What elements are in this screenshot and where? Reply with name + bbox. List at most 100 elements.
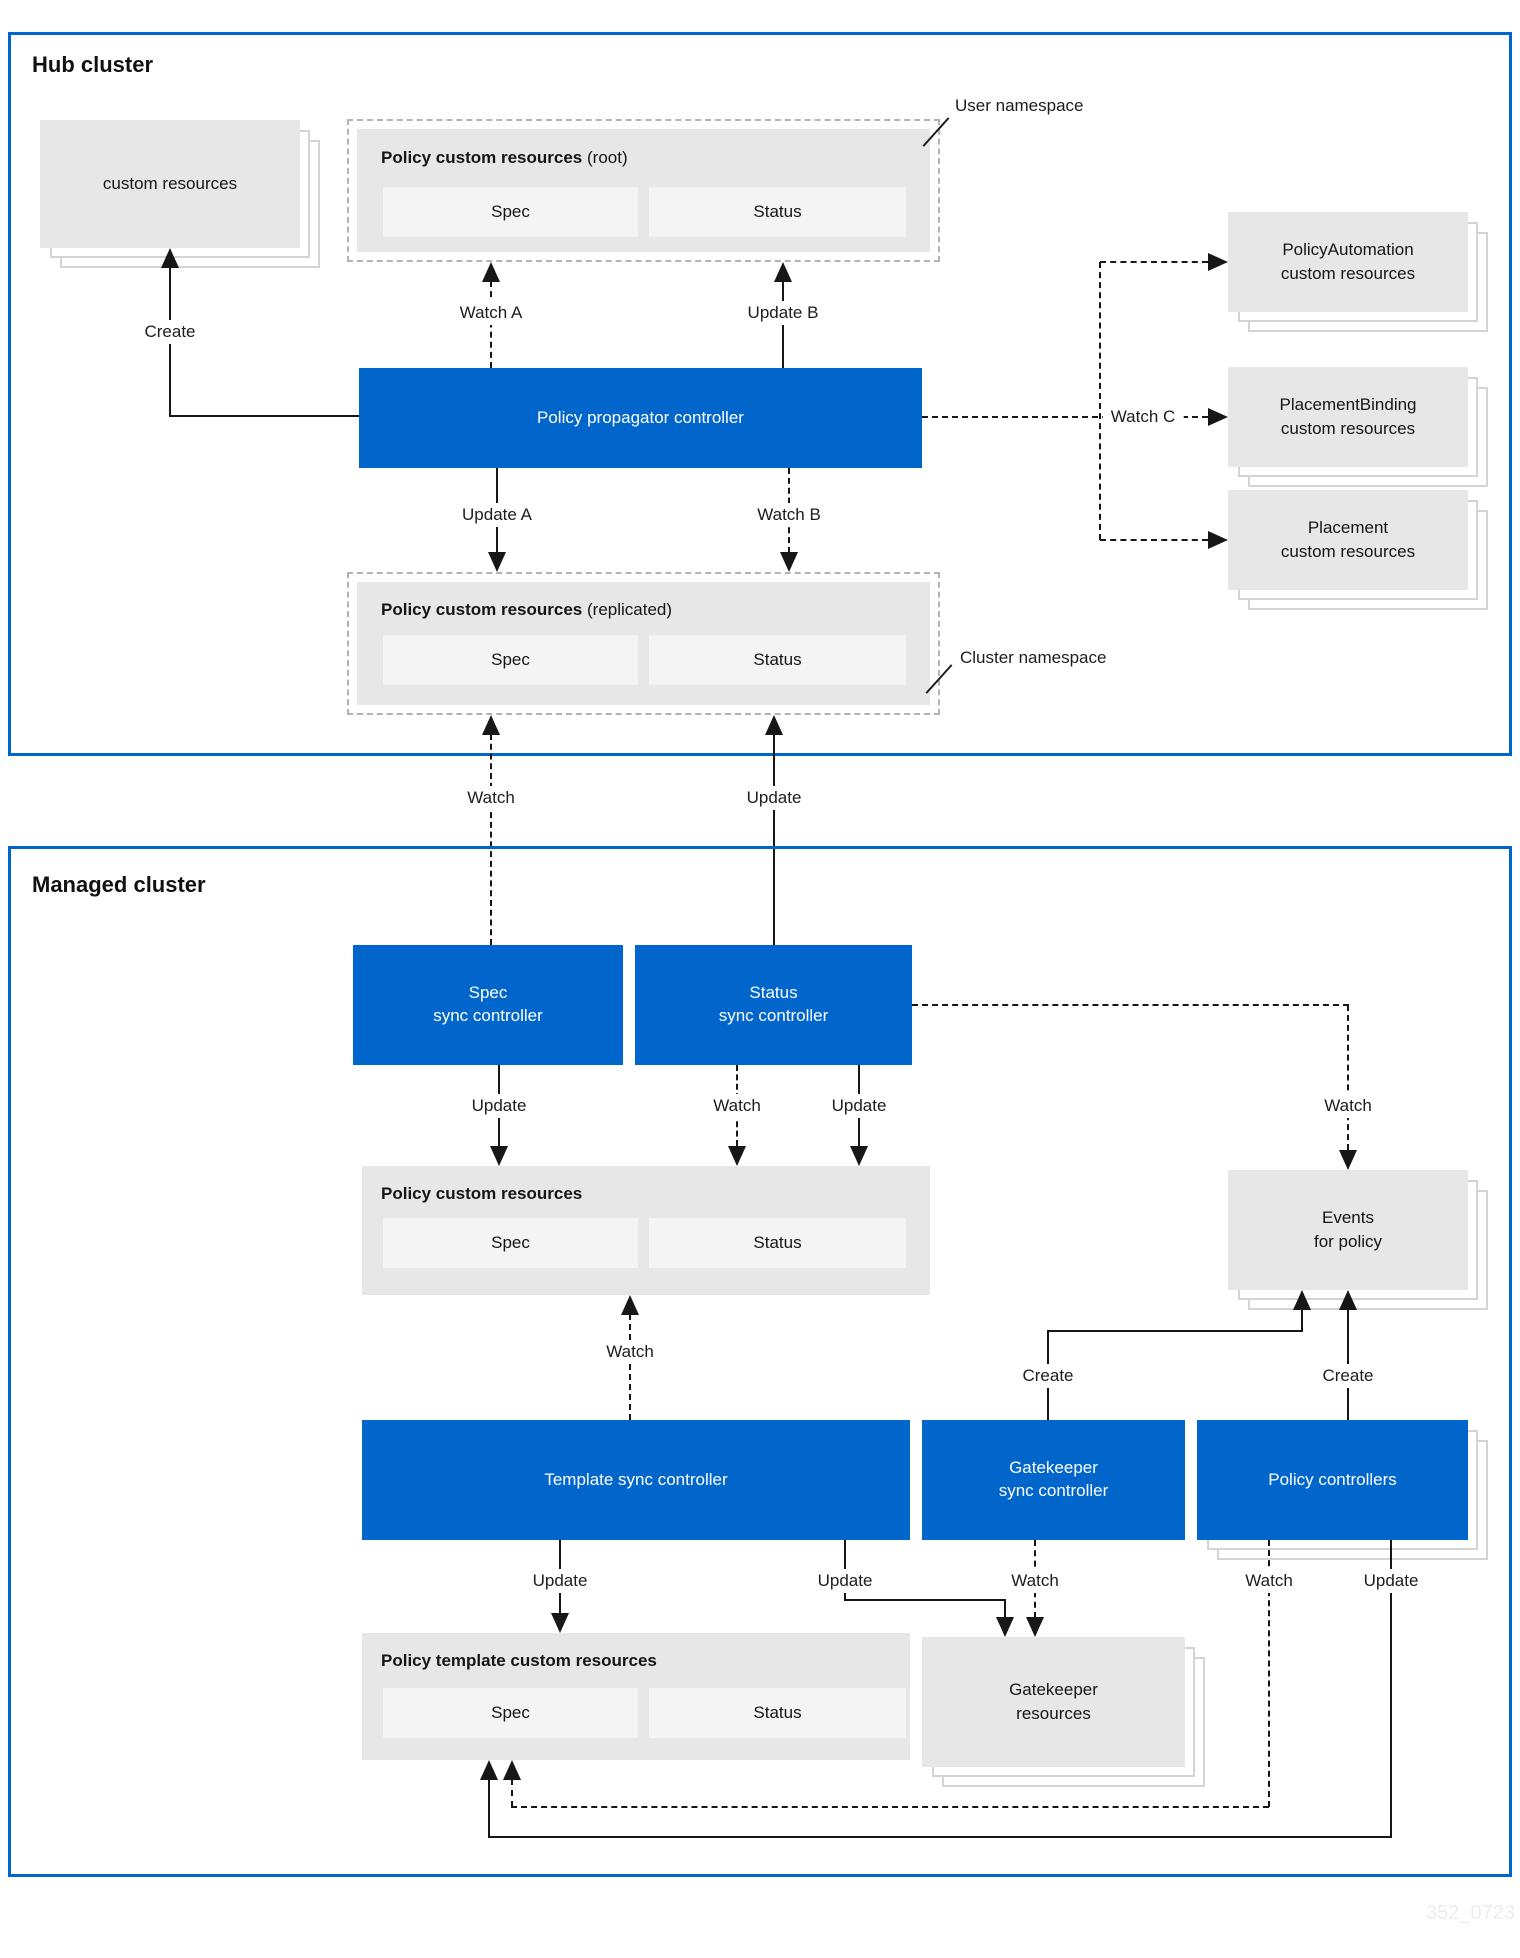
replicated-policy-title: Policy custom resources (replicated): [381, 600, 672, 620]
cross-update-label: Update: [738, 786, 810, 810]
watch-a-arrowhead: [482, 262, 500, 282]
watch-policy-controllers-vline: [1268, 1540, 1270, 1807]
policyautomation-line1: PolicyAutomation: [1282, 240, 1414, 260]
update-template-gatekeeper-arrowhead: [996, 1617, 1014, 1637]
watch-template-arrowhead: [621, 1295, 639, 1315]
update-template-arrowhead: [551, 1613, 569, 1633]
watch-c-top-line: [1100, 261, 1208, 263]
root-policy-status: Status: [649, 187, 906, 237]
cross-watch-label: Watch: [459, 786, 523, 810]
policy-controllers-box: Policy controllers: [1197, 1420, 1488, 1560]
watch-c-branch-line: [1099, 262, 1101, 540]
update-a-label: Update A: [454, 503, 540, 527]
managed-policy-title: Policy custom resources: [381, 1184, 583, 1203]
gatekeeper-resources-line1: Gatekeeper: [1009, 1680, 1098, 1700]
events-line2: for policy: [1313, 1232, 1383, 1251]
cross-watch-line: [490, 734, 492, 945]
placementbinding-box: PlacementBinding custom resources: [1228, 367, 1488, 487]
placement-line2: custom resources: [1280, 542, 1416, 561]
watch-policy-controllers-arrowhead: [503, 1760, 521, 1780]
update-template-label: Update: [524, 1569, 596, 1593]
policyautomation-label: PolicyAutomation custom resources: [1228, 212, 1468, 312]
spec-sync-controller: Spec sync controller: [353, 945, 623, 1065]
events-for-policy-label: Events for policy: [1228, 1170, 1468, 1290]
watch-template-label: Watch: [598, 1340, 662, 1364]
gatekeeper-resources-line2: resources: [1016, 1704, 1091, 1723]
update-spec-sync-label: Update: [463, 1094, 535, 1118]
hub-cluster-title: Hub cluster: [32, 52, 154, 77]
gatekeeper-sync-line1: Gatekeeper: [1009, 1458, 1098, 1478]
watch-policy-controllers-vline2: [511, 1779, 513, 1807]
replicated-policy-title-bold: Policy custom resources: [381, 600, 583, 619]
policyautomation-box: PolicyAutomation custom resources: [1228, 212, 1488, 332]
managed-cluster-boundary: [8, 846, 1512, 1877]
custom-resources-label: custom resources: [40, 120, 300, 248]
update-template-gatekeeper-hline: [844, 1599, 1006, 1601]
placement-line1: Placement: [1307, 518, 1389, 538]
create-arrowhead: [161, 248, 179, 268]
watch-b-label: Watch B: [749, 503, 829, 527]
watch-gatekeeper-arrowhead: [1026, 1617, 1044, 1637]
gatekeeper-sync-line2: sync controller: [998, 1481, 1109, 1500]
cross-update-line: [773, 734, 775, 945]
placementbinding-label: PlacementBinding custom resources: [1228, 367, 1468, 467]
placementbinding-line2: custom resources: [1280, 419, 1416, 438]
status-sync-line2: sync controller: [718, 1006, 829, 1025]
placement-label: Placement custom resources: [1228, 490, 1468, 590]
watch-c-label: Watch C: [1102, 405, 1184, 429]
replicated-policy-spec: Spec: [383, 635, 638, 685]
spec-sync-line1: Spec: [468, 983, 508, 1003]
update-b-arrowhead: [774, 262, 792, 282]
update-b-label: Update B: [739, 301, 827, 325]
user-namespace-label: User namespace: [955, 96, 1084, 115]
update-policy-controllers-hline: [488, 1836, 1391, 1838]
create-gatekeeper-arrowhead: [1293, 1290, 1311, 1310]
create-policy-controllers-arrowhead: [1339, 1290, 1357, 1310]
template-sync-controller: Template sync controller: [362, 1420, 910, 1540]
gatekeeper-sync-controller: Gatekeeper sync controller: [922, 1420, 1185, 1540]
create-policy-controllers-label: Create: [1314, 1364, 1382, 1388]
replicated-policy-status: Status: [649, 635, 906, 685]
root-policy-title: Policy custom resources (root): [381, 148, 628, 168]
watermark: 352_0723: [1426, 1902, 1515, 1924]
create-gatekeeper-hline: [1047, 1330, 1303, 1332]
update-template-gatekeeper-label: Update: [809, 1569, 881, 1593]
policy-template-spec: Spec: [383, 1688, 638, 1738]
watch-a-label: Watch A: [451, 301, 531, 325]
policy-controllers-label: Policy controllers: [1197, 1420, 1468, 1540]
policy-propagator-controller: Policy propagator controller: [359, 368, 922, 468]
update-status-sync-label: Update: [823, 1094, 895, 1118]
cross-update-arrowhead: [765, 715, 783, 735]
watch-c-arrowhead-placementbinding: [1208, 408, 1228, 426]
status-sync-line1: Status: [749, 983, 798, 1003]
root-policy-spec: Spec: [383, 187, 638, 237]
watch-c-arrowhead-policyautomation: [1208, 253, 1228, 271]
managed-cluster-title: Managed cluster: [32, 872, 206, 897]
cross-watch-arrowhead: [482, 715, 500, 735]
placementbinding-line1: PlacementBinding: [1279, 395, 1417, 415]
create-line: [169, 415, 359, 417]
user-namespace-container: [347, 119, 940, 262]
watch-c-line: [922, 416, 1208, 418]
root-policy-title-bold: Policy custom resources: [381, 148, 583, 167]
cluster-namespace-label: Cluster namespace: [960, 648, 1107, 667]
hub-cluster-boundary: [8, 32, 1512, 756]
update-policy-controllers-arrowhead: [480, 1760, 498, 1780]
watch-c-arrowhead-placement: [1208, 531, 1228, 549]
gatekeeper-resources-box: Gatekeeper resources: [922, 1637, 1205, 1787]
replicated-policy-title-qualifier: (replicated): [587, 600, 673, 619]
update-policy-controllers-label: Update: [1355, 1569, 1427, 1593]
create-label: Create: [136, 320, 204, 344]
managed-policy-status: Status: [649, 1218, 906, 1268]
managed-policy-spec: Spec: [383, 1218, 638, 1268]
custom-resources-box: custom resources: [40, 120, 320, 268]
update-policy-controllers-vline: [1390, 1540, 1392, 1838]
create-gatekeeper-vline2: [1301, 1309, 1303, 1331]
events-for-policy-box: Events for policy: [1228, 1170, 1488, 1310]
events-line1: Events: [1322, 1208, 1374, 1228]
update-a-arrowhead: [488, 552, 506, 572]
watch-events-arrowhead: [1339, 1150, 1357, 1170]
watch-events-hline: [912, 1004, 1349, 1006]
watch-status-sync-label: Watch: [705, 1094, 769, 1118]
status-sync-controller: Status sync controller: [635, 945, 912, 1065]
